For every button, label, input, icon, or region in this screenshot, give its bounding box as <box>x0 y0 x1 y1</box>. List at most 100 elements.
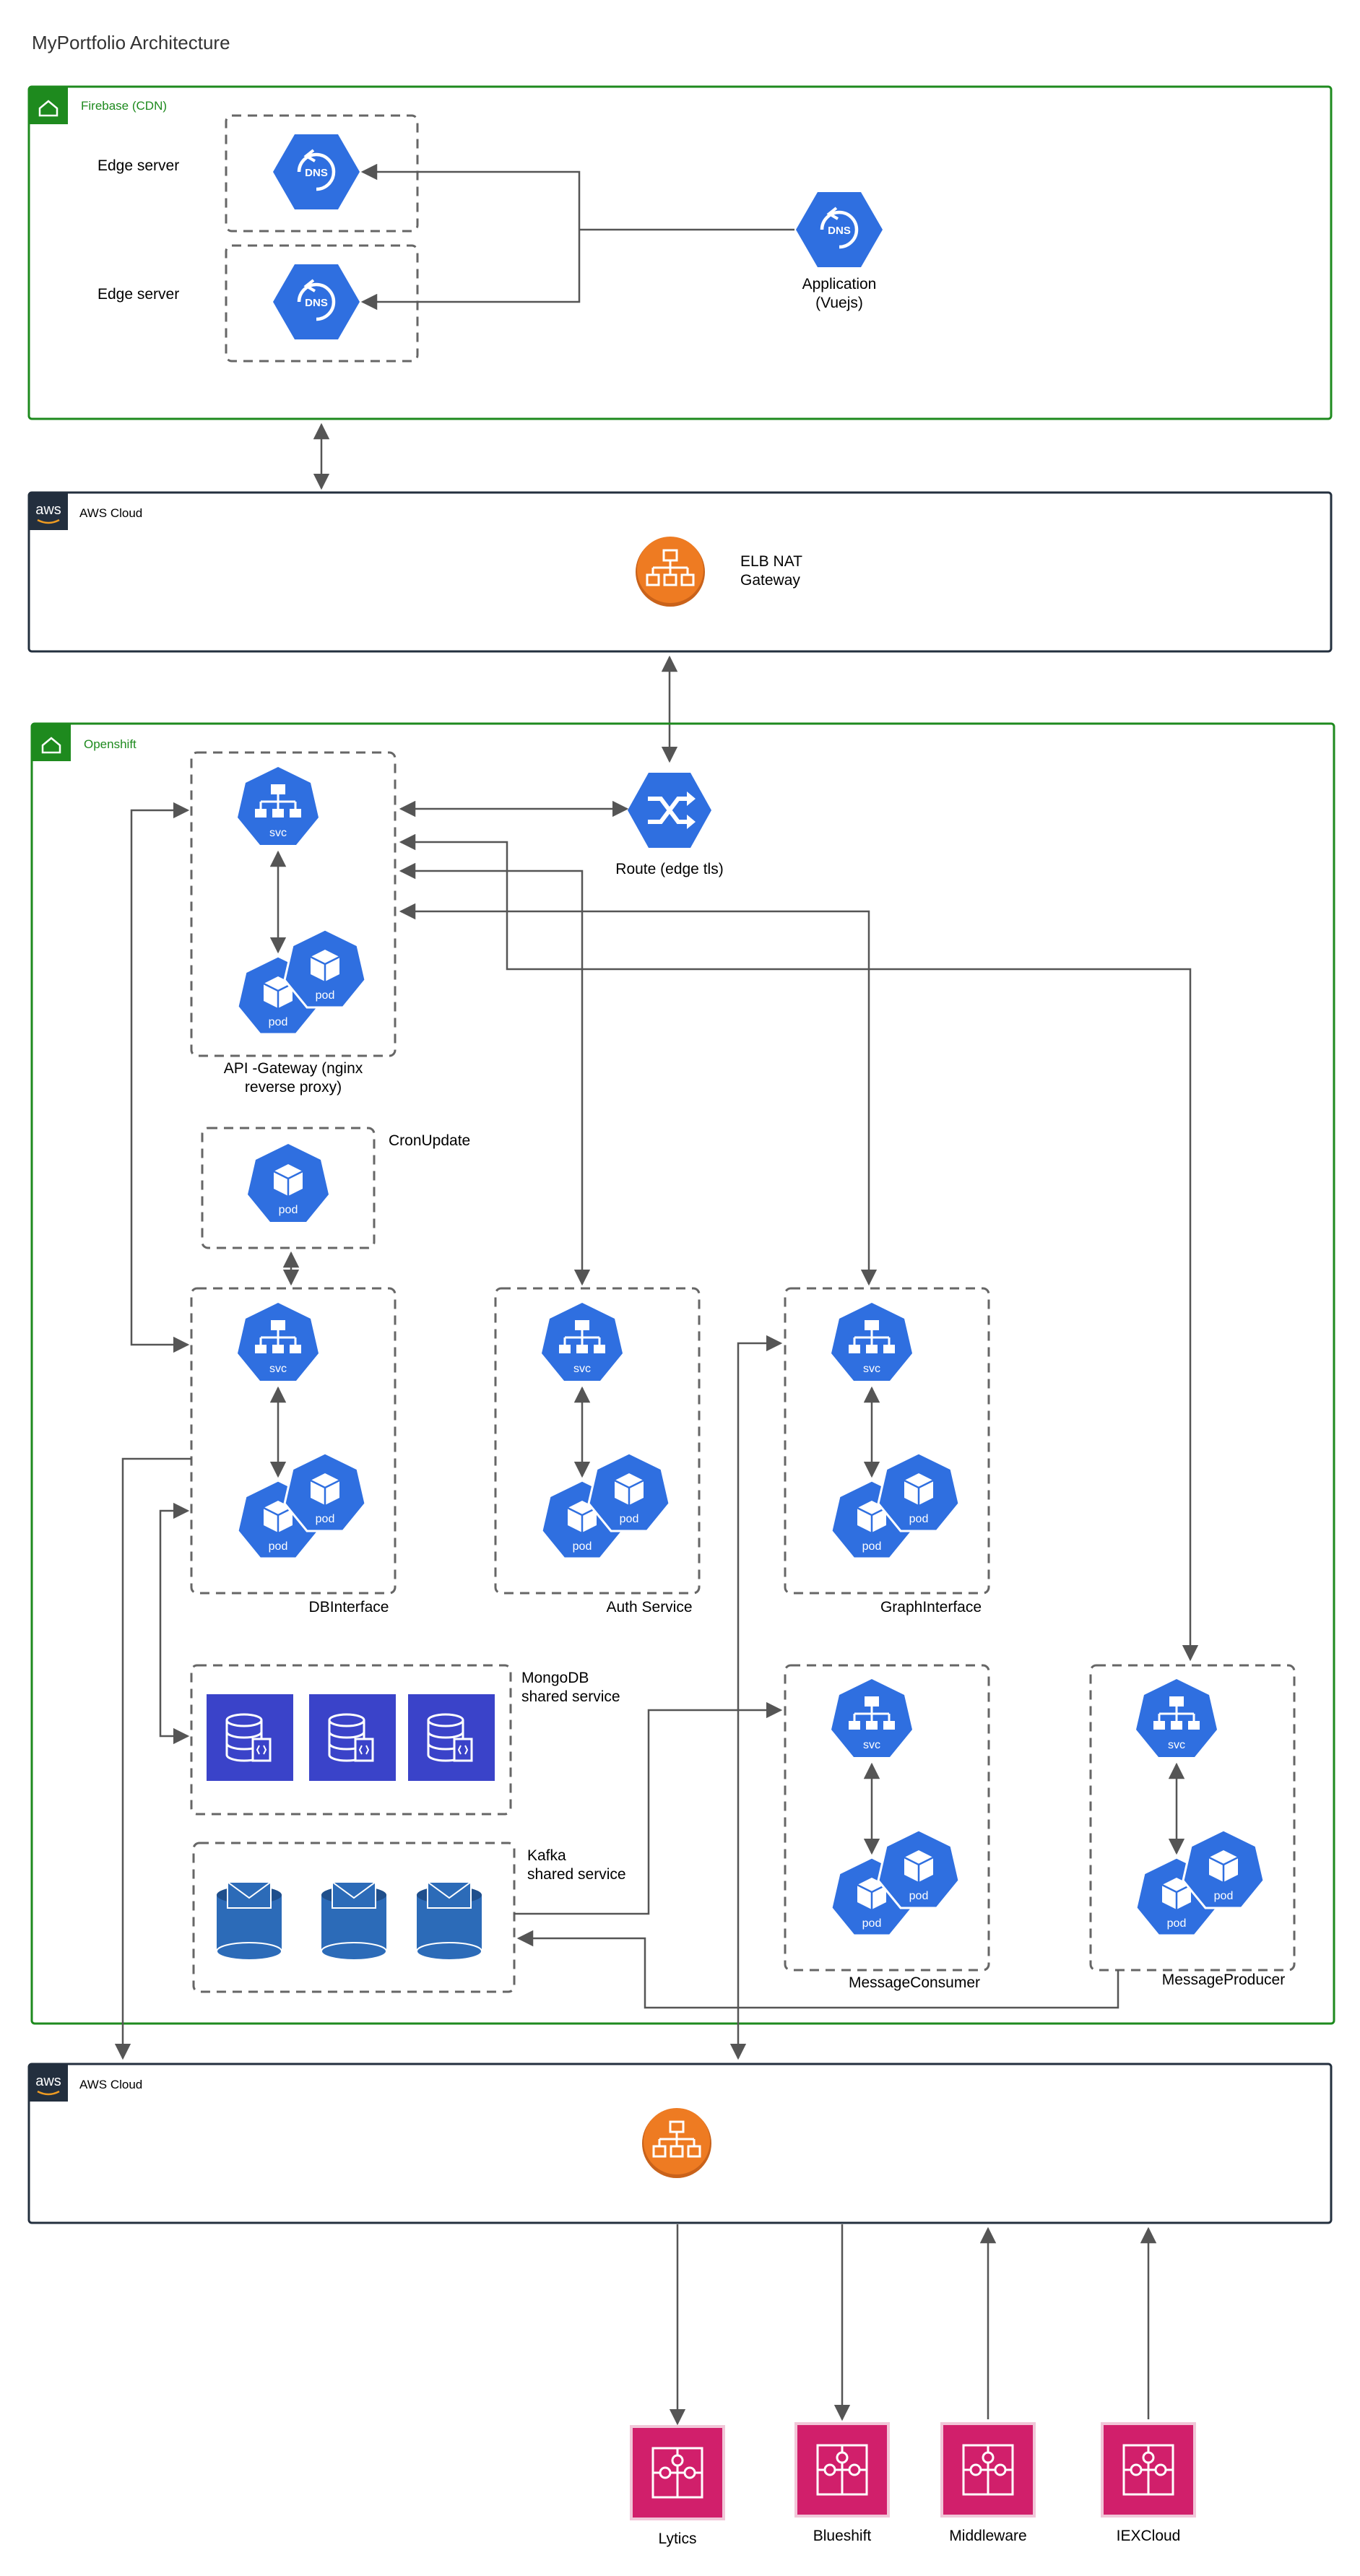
cron-update-label: CronUpdate <box>389 1132 470 1149</box>
svg-text:svc: svc <box>863 1739 880 1751</box>
dns-icon: DNS <box>273 264 360 339</box>
svg-text:pod: pod <box>573 1540 592 1553</box>
message-producer-label: MessageProducer <box>1162 1972 1285 1988</box>
kafka-label: Kafka <box>527 1847 566 1864</box>
application-label: (Vuejs) <box>815 295 863 311</box>
message-producer-box <box>1089 1664 1296 1972</box>
svg-text:pod: pod <box>269 1540 288 1553</box>
queue-icon <box>416 1881 482 1961</box>
connector <box>399 833 1199 1662</box>
edge-server-box-2 <box>225 244 419 363</box>
aws-logo-icon <box>29 2064 68 2102</box>
dns-icon: DNS <box>796 192 883 267</box>
svg-text:svc: svc <box>269 1363 287 1375</box>
svg-text:pod: pod <box>862 1917 882 1930</box>
aws-cloud-group-top: aws AWS Cloud <box>27 491 1333 653</box>
svg-text:pod: pod <box>316 1513 335 1525</box>
svg-text:pod: pod <box>862 1540 882 1553</box>
svg-text:pod: pod <box>269 1016 288 1028</box>
integration-icon <box>940 2422 1036 2518</box>
svg-text:svc: svc <box>269 827 287 839</box>
connector <box>130 802 190 1353</box>
svg-text:pod: pod <box>1167 1917 1187 1930</box>
svg-text:pod: pod <box>316 989 335 1002</box>
firebase-cdn-group: Firebase (CDN) <box>27 85 1333 420</box>
message-consumer-label: MessageConsumer <box>849 1974 980 1991</box>
svg-text:aws: aws <box>35 502 61 518</box>
mongodb-label: shared service <box>521 1688 620 1705</box>
cloud-group-icon <box>32 724 71 761</box>
svg-text:pod: pod <box>1214 1890 1234 1902</box>
queue-icon <box>321 1881 387 1961</box>
integration-icon <box>794 2422 890 2518</box>
database-icon <box>408 1694 495 1781</box>
svg-text:pod: pod <box>909 1890 929 1902</box>
aws-logo-icon <box>29 493 68 530</box>
connector <box>729 1335 783 2060</box>
svg-text:DNS: DNS <box>305 167 328 179</box>
db-interface-label: DBInterface <box>309 1599 389 1616</box>
route-icon <box>628 773 711 848</box>
group-label-aws-bottom: AWS Cloud <box>79 2078 142 2091</box>
svc-icon: svc <box>238 767 319 845</box>
database-icon <box>207 1694 293 1781</box>
auth-service-label: Auth Service <box>606 1599 692 1616</box>
pod-icon: pod <box>1182 1829 1265 1909</box>
load-balancer-icon <box>642 2108 711 2178</box>
svg-text:svc: svc <box>863 1363 880 1375</box>
edge-server-box-1 <box>225 114 419 233</box>
connector <box>516 1930 1119 2009</box>
openshift-group: Openshift <box>30 722 1335 2025</box>
iexcloud-label: IEXCloud <box>1117 2528 1181 2544</box>
kafka-label: shared service <box>527 1866 626 1883</box>
svc-icon: svc <box>238 1303 319 1381</box>
blueshift-label: Blueshift <box>813 2528 872 2544</box>
cloud-group-icon <box>29 87 68 124</box>
middleware-label: Middleware <box>949 2528 1026 2544</box>
group-label-firebase: Firebase (CDN) <box>81 99 167 113</box>
edge-server-label-1: Edge server <box>98 157 179 174</box>
lytics-label: Lytics <box>659 2531 697 2547</box>
aws-cloud-group-bottom: aws AWS Cloud <box>27 2063 1333 2224</box>
pod-icon: pod <box>587 1452 671 1532</box>
connector <box>159 1502 190 1745</box>
pod-icon: pod <box>248 1144 329 1222</box>
dns-icon: DNS <box>273 134 360 209</box>
edge-server-label-2: Edge server <box>98 286 179 303</box>
api-gateway-box <box>190 751 397 1057</box>
svg-text:DNS: DNS <box>305 297 328 309</box>
svg-text:aws: aws <box>35 2073 61 2089</box>
message-consumer-box <box>784 1664 990 1972</box>
connector <box>360 230 581 311</box>
svg-text:pod: pod <box>909 1513 929 1525</box>
connector <box>114 1457 191 2060</box>
svg-text:DNS: DNS <box>828 225 851 237</box>
group-label-aws-top: AWS Cloud <box>79 506 142 520</box>
integration-icon <box>630 2425 725 2520</box>
application-label: Application <box>802 276 877 292</box>
connector <box>399 903 878 1286</box>
svg-text:svc: svc <box>573 1363 591 1375</box>
connector <box>360 163 581 230</box>
group-label-openshift: Openshift <box>84 737 137 751</box>
database-icon <box>309 1694 396 1781</box>
svc-icon: svc <box>542 1303 623 1381</box>
api-gateway-label: API -Gateway (nginx <box>224 1060 363 1077</box>
queue-icon <box>216 1881 282 1961</box>
load-balancer-icon <box>636 537 705 607</box>
elb-label: Gateway <box>740 572 800 589</box>
connector <box>514 1701 783 1915</box>
integration-icon <box>1101 2422 1196 2518</box>
elb-label: ELB NAT <box>740 553 802 570</box>
pod-icon: pod <box>877 1829 961 1909</box>
svg-text:pod: pod <box>279 1204 298 1216</box>
svc-icon: svc <box>1136 1679 1217 1757</box>
pod-icon: pod <box>283 928 367 1009</box>
svg-text:pod: pod <box>620 1513 639 1525</box>
pod-icon: pod <box>877 1452 961 1532</box>
svc-icon: svc <box>831 1303 912 1381</box>
connector <box>399 862 591 1286</box>
pod-icon: pod <box>283 1452 367 1532</box>
api-gateway-label: reverse proxy) <box>245 1079 342 1096</box>
